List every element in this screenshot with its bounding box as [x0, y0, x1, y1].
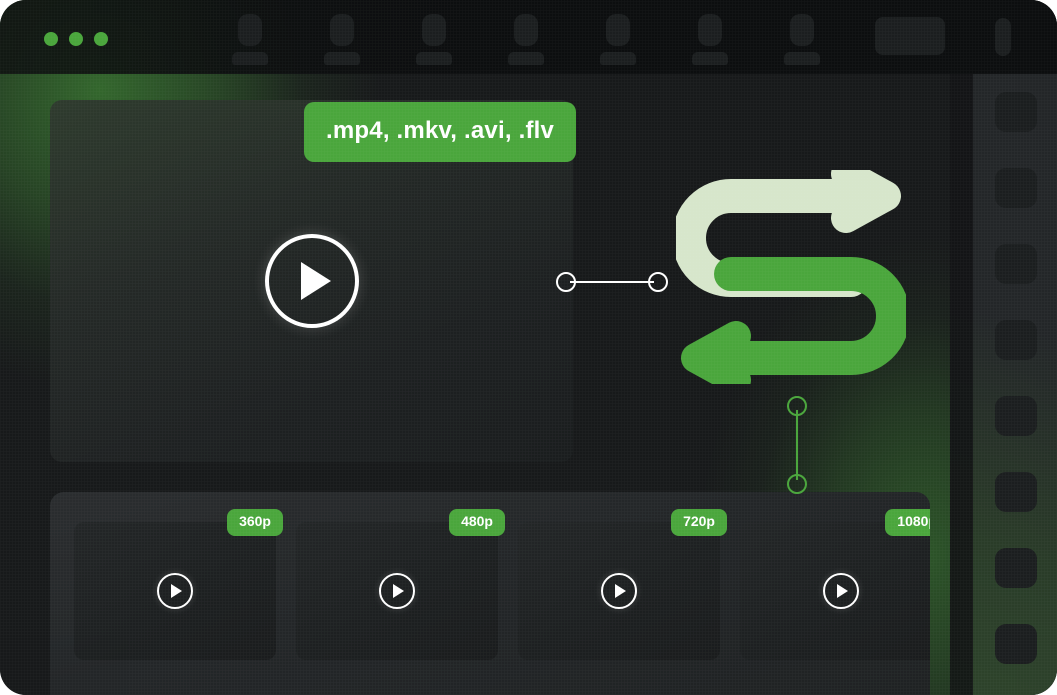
quality-badge: 1080p: [885, 509, 930, 536]
film-perforation: [995, 244, 1037, 284]
person-icon: [508, 12, 544, 66]
output-card-360p[interactable]: 360p: [74, 509, 283, 660]
person-icon: [600, 12, 636, 66]
source-format-badge: .mp4, .mkv, .avi, .flv: [304, 102, 577, 162]
film-perforation: [995, 624, 1037, 664]
title-bar-ghost-icons: [232, 12, 820, 66]
connector-node-start: [556, 272, 576, 292]
connector-node-start: [787, 396, 807, 416]
output-card-480p[interactable]: 480p: [296, 509, 505, 660]
film-perforation: [995, 320, 1037, 360]
play-icon[interactable]: [379, 573, 415, 609]
person-icon: [324, 12, 360, 66]
play-triangle: [393, 584, 404, 598]
film-perforation: [995, 548, 1037, 588]
play-icon[interactable]: [264, 234, 359, 328]
connector-vertical: [787, 396, 807, 494]
outputs-panel: 360p 480p 720p 1080p: [50, 492, 930, 695]
film-perforation: [995, 92, 1037, 132]
output-card-list: 360p 480p 720p 1080p: [74, 509, 930, 660]
connector-node-end: [648, 272, 668, 292]
play-icon[interactable]: [601, 573, 637, 609]
window-controls: [44, 32, 108, 46]
title-bar-ghost-tab[interactable]: [875, 17, 945, 55]
minimize-button[interactable]: [69, 32, 83, 46]
quality-badge: 720p: [671, 509, 727, 536]
convert-swap-arrows-icon[interactable]: [676, 170, 906, 384]
film-perforation: [995, 396, 1037, 436]
title-bar-ghost-tab-narrow[interactable]: [995, 18, 1011, 56]
title-bar: [0, 0, 1057, 74]
connector-node-end: [787, 474, 807, 494]
output-card-1080p[interactable]: 1080p: [740, 509, 930, 660]
person-icon: [416, 12, 452, 66]
person-icon: [232, 12, 268, 66]
maximize-button[interactable]: [94, 32, 108, 46]
film-strip-gutter: [950, 74, 973, 695]
film-strip: [950, 74, 1057, 695]
play-triangle: [300, 262, 331, 300]
connector-line: [570, 281, 654, 283]
play-triangle: [171, 584, 182, 598]
film-perforation: [995, 168, 1037, 208]
output-card-720p[interactable]: 720p: [518, 509, 727, 660]
connector-line: [796, 410, 798, 480]
person-icon: [784, 12, 820, 66]
person-icon: [692, 12, 728, 66]
play-triangle: [837, 584, 848, 598]
connector-horizontal: [556, 272, 668, 292]
play-icon[interactable]: [157, 573, 193, 609]
play-triangle: [615, 584, 626, 598]
close-button[interactable]: [44, 32, 58, 46]
film-perforation: [995, 472, 1037, 512]
film-perforations: [995, 92, 1037, 664]
quality-badge: 480p: [449, 509, 505, 536]
play-icon[interactable]: [823, 573, 859, 609]
quality-badge: 360p: [227, 509, 283, 536]
